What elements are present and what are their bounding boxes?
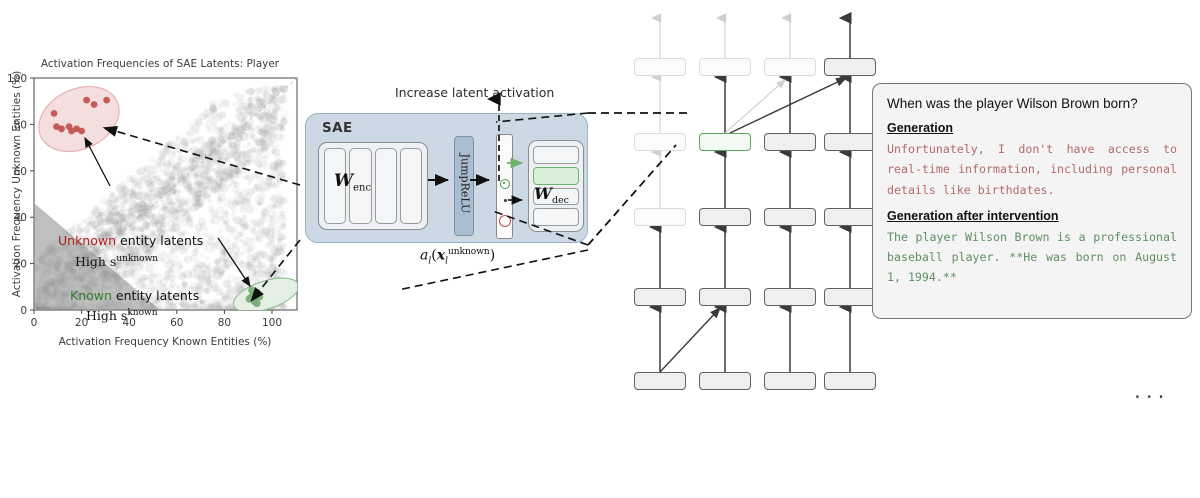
increase-latent-activation-label: Increase latent activation: [395, 85, 555, 100]
generation-text-after: The player Wilson Brown is a professiona…: [887, 229, 1177, 285]
transformer-block: [699, 208, 751, 226]
svg-text:100: 100: [262, 317, 282, 329]
sae-box-label: SAE: [322, 120, 353, 136]
generation-heading: Generation: [887, 121, 953, 135]
sae-box: SAE Wenc JumpReLU Wdec: [305, 113, 588, 243]
formula-close-paren: ): [489, 247, 496, 264]
transformer-block: [634, 208, 686, 226]
latent-ellipsis-dot-icon: [504, 199, 507, 202]
encoder-column: [374, 148, 397, 224]
transformer-block: [764, 372, 816, 390]
transformer-diagram-panel: ... SAE xlunknown Unknown entity: [580, 0, 1167, 460]
generation-after-heading: Generation after intervention: [887, 208, 1059, 223]
formula-x: x: [436, 247, 446, 264]
known-score-sup: known: [127, 308, 158, 318]
prompt-question: When was the player Wilson Brown born?: [887, 96, 1138, 111]
unknown-score-annotation: High sunknown: [75, 254, 158, 269]
generation-text-before: Unfortunately, I don't have access to re…: [887, 142, 1177, 197]
transformer-block: [824, 288, 876, 306]
known-score-text: High s: [86, 308, 128, 324]
decoder-row: [533, 146, 579, 164]
transformer-block: [764, 288, 816, 306]
encoder-weight-subscript: enc: [353, 182, 372, 194]
transformer-block: [824, 58, 876, 76]
known-score-annotation: High sknown: [86, 308, 158, 323]
encoder-matrix: [318, 142, 428, 230]
transformer-block: [824, 372, 876, 390]
encoder-column: [324, 148, 347, 224]
decoder-weight-label: Wdec: [534, 184, 569, 206]
scatter-plot-panel: Activation Frequencies of SAE Latents: P…: [0, 58, 320, 358]
scatter-points-group: [34, 78, 297, 310]
chart-x-axis-label: Activation Frequency Known Entities (%): [58, 336, 272, 348]
jumprelu-label: JumpReLU: [458, 153, 472, 214]
formula-x-sup: unknown: [447, 247, 490, 257]
token-ellipsis: ...: [1132, 382, 1168, 403]
encoder-weight-symbol: W: [334, 171, 354, 191]
known-annotation-keyword: Known: [70, 288, 112, 303]
sae-diagram-panel: Increase latent activation SAE Wenc Jump…: [300, 85, 600, 280]
transformer-block: [699, 288, 751, 306]
unknown-entity-brace-label: Unknown entity: [1185, 418, 1200, 433]
transformer-block: [634, 372, 686, 390]
encoder-weight-label: Wenc: [334, 171, 371, 193]
generation-panel: When was the player Wilson Brown born? G…: [872, 83, 1192, 319]
encoder-column: [349, 148, 372, 224]
decoder-row: [533, 208, 579, 226]
decoder-weight-symbol: W: [534, 184, 552, 203]
transformer-block: [824, 208, 876, 226]
unknown-latents-annotation: Unknown entity latents: [58, 233, 203, 248]
decoder-row: [533, 187, 579, 206]
transformer-block: [634, 133, 686, 151]
svg-text:80: 80: [218, 317, 231, 329]
latent-activation-formula: al(xlunknown): [420, 247, 495, 266]
attention-arrow: [659, 306, 721, 373]
svg-text:60: 60: [170, 317, 183, 329]
encoder-column: [399, 148, 422, 224]
formula-x-sub: l: [445, 256, 448, 267]
attention-arrow: [724, 79, 786, 134]
jumprelu-activation-box: JumpReLU: [454, 136, 474, 236]
unknown-annotation-keyword: Unknown: [58, 233, 117, 248]
latent-node-inactive-icon: [499, 215, 511, 227]
transformer-block: [699, 133, 751, 151]
unknown-score-sup: unknown: [116, 254, 159, 264]
latent-vector-bar: [496, 134, 513, 239]
attention-arrow: [729, 77, 848, 134]
transformer-block: [634, 58, 686, 76]
latent-node-active-icon: [500, 179, 510, 189]
decoder-row-active: [533, 166, 579, 185]
transformer-block: [634, 288, 686, 306]
known-latents-annotation: Known entity latents: [70, 288, 199, 303]
transformer-block: [764, 58, 816, 76]
transformer-block: [764, 133, 816, 151]
svg-text:0: 0: [31, 317, 38, 329]
chart-title: Activation Frequencies of SAE Latents: P…: [40, 58, 280, 70]
decoder-weight-subscript: dec: [551, 195, 569, 207]
unknown-score-text: High s: [75, 254, 117, 270]
known-annotation-rest: entity latents: [111, 288, 200, 303]
transformer-block: [824, 133, 876, 151]
transformer-block: [699, 372, 751, 390]
transformer-block: [764, 208, 816, 226]
transformer-block: [699, 58, 751, 76]
unknown-annotation-rest: entity latents: [116, 233, 204, 248]
chart-y-axis-label: Activation Frequency Unknown Entities (%…: [11, 70, 23, 298]
